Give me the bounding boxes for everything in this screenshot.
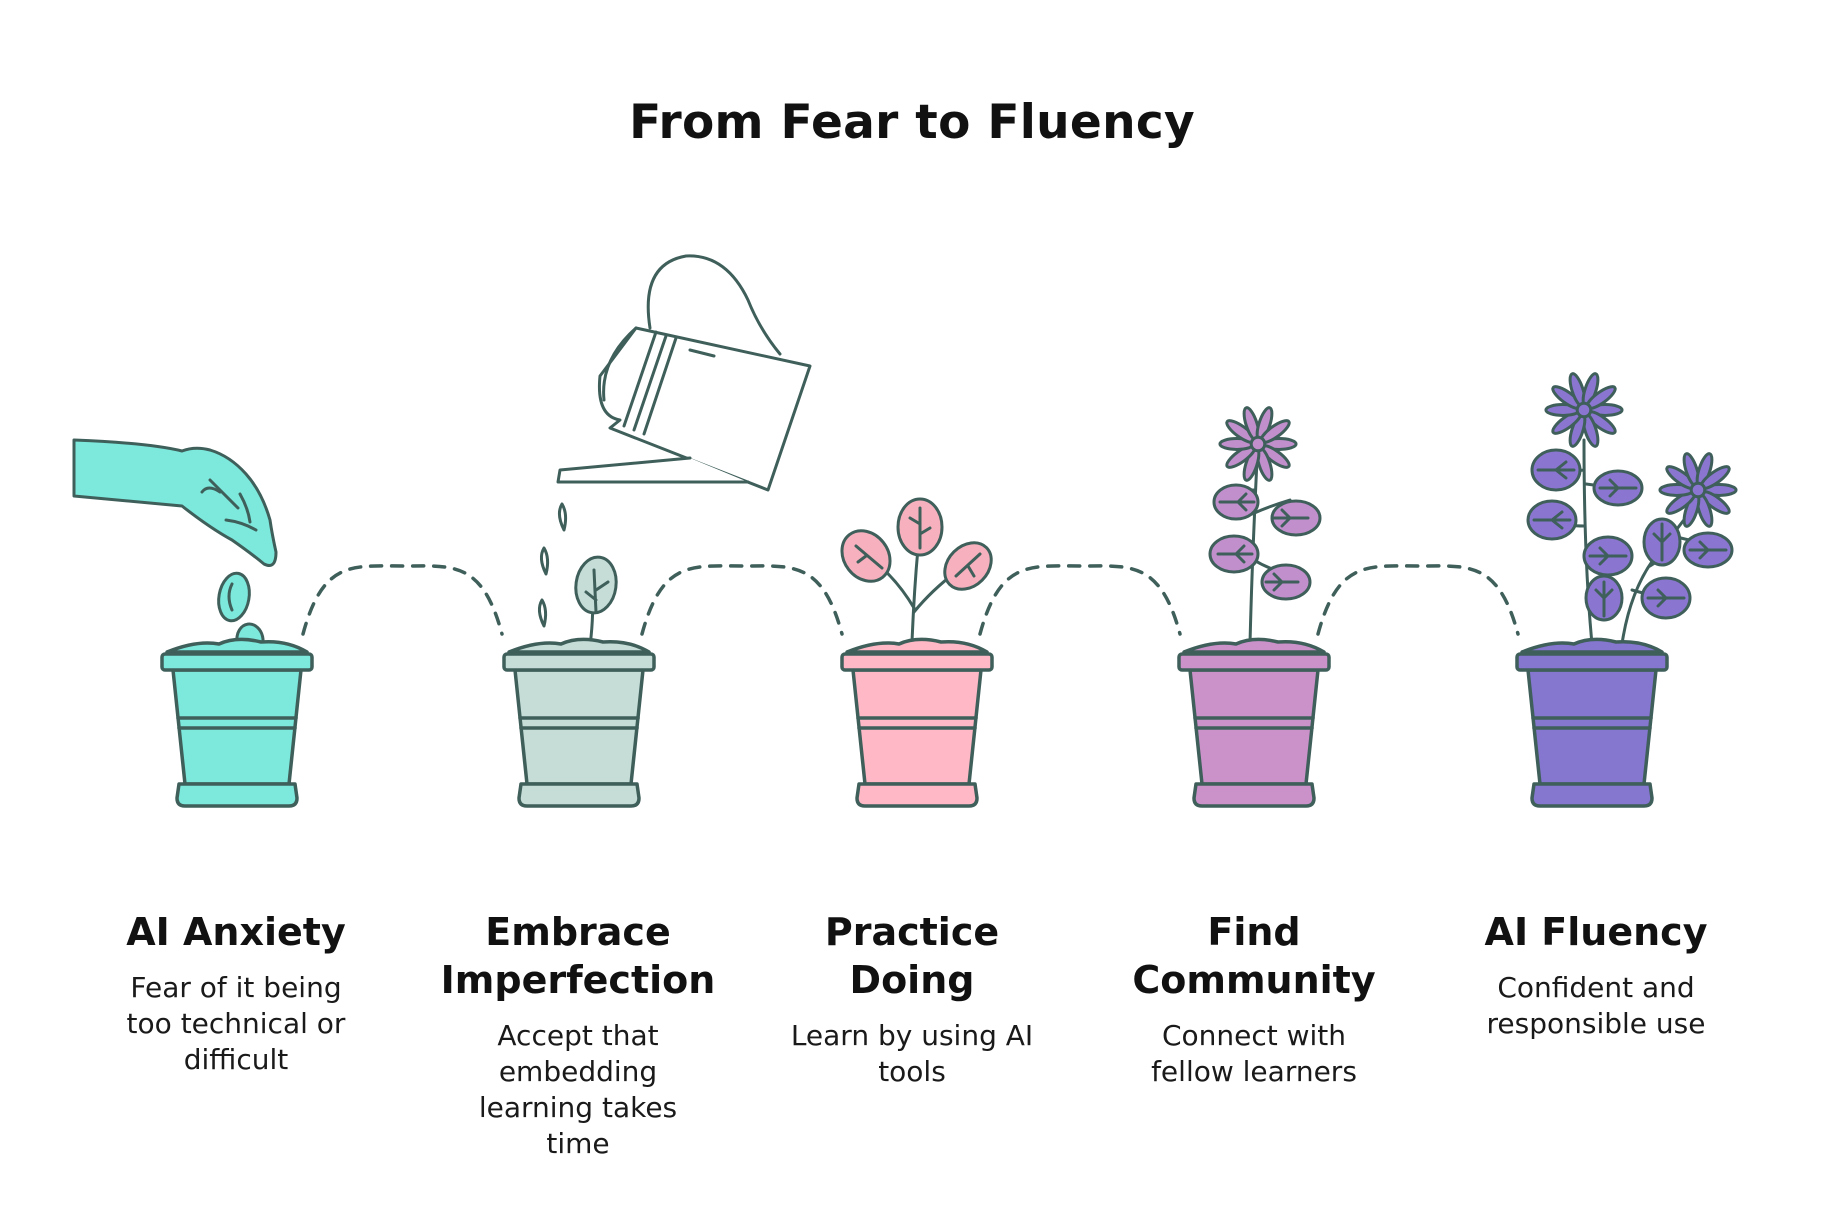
stage-title-line: Community (1094, 956, 1414, 1004)
stage-title-line: Embrace (418, 908, 738, 956)
stage-title: Practice Doing (752, 908, 1072, 1004)
pot-saucer (1532, 784, 1652, 806)
stage-description-line: embedding (418, 1054, 738, 1090)
pot-rim (504, 654, 654, 670)
stage-title-line: AI Fluency (1436, 908, 1756, 956)
stage-ai-anxiety: AI Anxiety Fear of it being too technica… (76, 908, 396, 1078)
stage-description-line: learning takes (418, 1090, 738, 1126)
pot-rim (1517, 654, 1667, 670)
flower-pot (162, 639, 312, 806)
pot-rim (842, 654, 992, 670)
stage-find-community: Find Community Connect with fellow learn… (1094, 908, 1414, 1090)
stage-practice-doing: Practice Doing Learn by using AI tools (752, 908, 1072, 1090)
flower-center (1691, 483, 1705, 497)
stage-description-line: tools (752, 1054, 1072, 1090)
connector-arc (1318, 566, 1518, 634)
stage-title-line: AI Anxiety (76, 908, 396, 956)
stage-title: Embrace Imperfection (418, 908, 738, 1004)
flower-pot (1517, 639, 1667, 806)
flower-center (1251, 437, 1265, 451)
pot-soil (847, 639, 987, 652)
stage-title: AI Anxiety (76, 908, 396, 956)
pot-saucer (519, 784, 639, 806)
stage-description: Learn by using AI tools (752, 1018, 1072, 1090)
hand-dropping-seeds-icon (74, 440, 276, 658)
stage-title: Find Community (1094, 908, 1414, 1004)
flower-icon (1660, 452, 1736, 528)
stage-description: Confident and responsible use (1436, 970, 1756, 1042)
two-flower-plant-icon (1528, 372, 1736, 644)
stage-title-line: Find (1094, 908, 1414, 956)
connector-arc (980, 566, 1180, 634)
pot-saucer (1194, 784, 1314, 806)
pot-soil (509, 639, 649, 652)
stage-description-line: fellow learners (1094, 1054, 1414, 1090)
seedling-icon (832, 499, 1000, 642)
flowering-plant-icon (1210, 406, 1320, 644)
stage-description-line: time (418, 1126, 738, 1162)
pot-rim (162, 654, 312, 670)
stage-title-line: Doing (752, 956, 1072, 1004)
stage-description-line: difficult (76, 1042, 396, 1078)
flower-center (1577, 403, 1591, 417)
connector-arc (303, 566, 502, 634)
stage-description-line: Accept that (418, 1018, 738, 1054)
pot-rim (1179, 654, 1329, 670)
flower-pots (162, 639, 1667, 806)
stage-description-line: Fear of it being (76, 970, 396, 1006)
flower-pot (1179, 639, 1329, 806)
pot-soil (1184, 639, 1324, 652)
pot-saucer (857, 784, 977, 806)
stage-description: Connect with fellow learners (1094, 1018, 1414, 1090)
stage-ai-fluency: AI Fluency Confident and responsible use (1436, 908, 1756, 1042)
diagram-title: From Fear to Fluency (0, 95, 1824, 150)
stage-description-line: Learn by using AI (752, 1018, 1072, 1054)
watering-can-icon (539, 256, 810, 646)
stage-title: AI Fluency (1436, 908, 1756, 956)
stage-title-line: Imperfection (418, 956, 738, 1004)
connector-arc (642, 566, 842, 634)
flower-icon (1546, 372, 1622, 448)
stage-description: Fear of it being too technical or diffic… (76, 970, 396, 1078)
pot-saucer (177, 784, 297, 806)
stage-description: Accept that embedding learning takes tim… (418, 1018, 738, 1162)
stage-embrace-imperfection: Embrace Imperfection Accept that embeddi… (418, 908, 738, 1162)
stage-description-line: too technical or (76, 1006, 396, 1042)
flower-pot (504, 639, 654, 806)
stage-description-line: responsible use (1436, 1006, 1756, 1042)
pot-soil (167, 639, 307, 652)
flower-pot (842, 639, 992, 806)
pot-soil (1522, 639, 1662, 652)
stage-description-line: Confident and (1436, 970, 1756, 1006)
stage-title-line: Practice (752, 908, 1072, 956)
stage-description-line: Connect with (1094, 1018, 1414, 1054)
